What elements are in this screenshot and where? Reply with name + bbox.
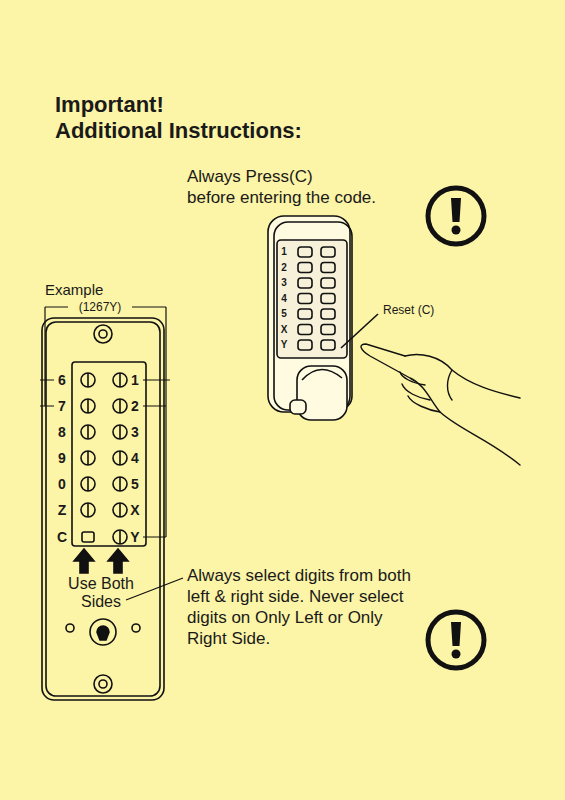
key-label: 5 bbox=[278, 308, 290, 320]
warning-symbol bbox=[428, 612, 484, 668]
key-button bbox=[321, 294, 335, 304]
key-label: 9 bbox=[54, 449, 70, 467]
key-label: X bbox=[278, 324, 290, 336]
key-label: 1 bbox=[127, 371, 143, 389]
key-label: 2 bbox=[278, 262, 290, 274]
key-button bbox=[81, 373, 95, 387]
instruction-text: Always select digits from both left & ri… bbox=[187, 565, 419, 649]
key-button bbox=[113, 399, 127, 413]
key-button bbox=[321, 263, 335, 273]
warning-symbol bbox=[428, 188, 484, 244]
key-button bbox=[321, 340, 335, 350]
example-label: Example bbox=[45, 281, 125, 298]
key-label: C bbox=[54, 528, 70, 546]
key-button bbox=[113, 373, 127, 387]
callout-label: Use Both Sides bbox=[61, 575, 141, 611]
part-label: Reset (C) bbox=[383, 303, 463, 317]
lock-illustration bbox=[268, 216, 378, 420]
instruction-text: Always Press(C) before entering the code… bbox=[187, 166, 449, 208]
key-label: Y bbox=[127, 528, 143, 546]
key-label: 2 bbox=[127, 397, 143, 415]
key-label: 1 bbox=[278, 246, 290, 258]
key-button bbox=[298, 325, 312, 335]
key-button bbox=[113, 503, 127, 517]
key-button bbox=[298, 340, 312, 350]
page-title: Important! Additional Instructions: bbox=[55, 92, 395, 144]
key-button bbox=[298, 294, 312, 304]
key-label: 3 bbox=[278, 277, 290, 289]
key-label: 6 bbox=[54, 371, 70, 389]
key-button bbox=[113, 477, 127, 491]
key-button bbox=[298, 278, 312, 288]
key-label: 8 bbox=[54, 423, 70, 441]
example-code: (1267Y) bbox=[70, 300, 130, 314]
key-button bbox=[321, 309, 335, 319]
key-label: 0 bbox=[54, 475, 70, 493]
key-button bbox=[81, 399, 95, 413]
key-button bbox=[81, 451, 95, 465]
key-label: 7 bbox=[54, 397, 70, 415]
key-label: Y bbox=[278, 339, 290, 351]
key-button bbox=[81, 503, 95, 517]
bracket-lines bbox=[40, 307, 183, 600]
key-button bbox=[321, 247, 335, 257]
key-button bbox=[113, 451, 127, 465]
key-button bbox=[81, 477, 95, 491]
hand-illustration bbox=[361, 344, 520, 465]
key-button bbox=[298, 263, 312, 273]
key-label: 3 bbox=[127, 423, 143, 441]
key-button bbox=[113, 530, 127, 544]
key-button bbox=[298, 309, 312, 319]
key-button bbox=[82, 532, 94, 542]
key-label: 4 bbox=[127, 449, 143, 467]
key-button bbox=[321, 325, 335, 335]
key-label: Z bbox=[54, 501, 70, 519]
key-button bbox=[81, 425, 95, 439]
key-label: X bbox=[127, 501, 143, 519]
key-button bbox=[298, 247, 312, 257]
keypad-plate bbox=[42, 318, 164, 700]
key-label: 5 bbox=[127, 475, 143, 493]
key-button bbox=[321, 278, 335, 288]
key-label: 4 bbox=[278, 293, 290, 305]
key-button bbox=[113, 425, 127, 439]
